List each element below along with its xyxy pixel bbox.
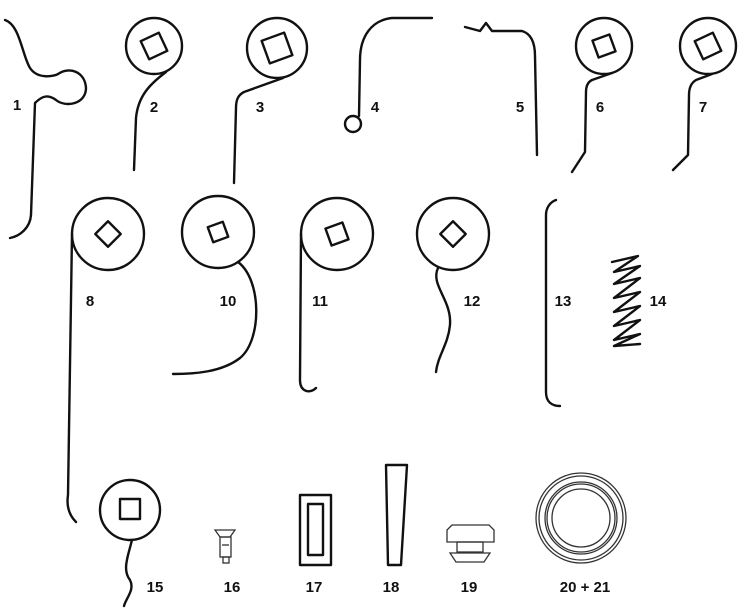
label-12: 12 — [464, 293, 481, 310]
label-2: 2 — [150, 99, 158, 116]
part-13-clip-spring — [544, 198, 562, 408]
label-8: 8 — [86, 293, 94, 310]
label-19: 19 — [461, 579, 478, 596]
part-20-21-rings — [535, 472, 627, 564]
label-18: 18 — [383, 579, 400, 596]
part-18-wedge — [384, 463, 409, 567]
part-8-torsion-spring — [66, 196, 146, 524]
part-6-torsion-spring — [570, 16, 634, 174]
part-2-torsion-spring — [124, 16, 184, 172]
part-11-torsion-spring — [298, 196, 375, 393]
part-10-torsion-spring — [171, 194, 258, 376]
part-3-torsion-spring — [232, 16, 309, 185]
label-14: 14 — [650, 293, 667, 310]
part-4-hook-spring — [343, 16, 434, 134]
label-1: 1 — [13, 97, 21, 114]
part-16-screw — [213, 529, 237, 564]
label-3: 3 — [256, 99, 264, 116]
label-10: 10 — [220, 293, 237, 310]
label-16: 16 — [224, 579, 241, 596]
part-19-plug — [446, 524, 495, 563]
label-17: 17 — [306, 579, 323, 596]
part-14-compression-spring — [610, 254, 642, 348]
part-1-spring — [3, 18, 88, 240]
label-4: 4 — [371, 99, 380, 116]
part-15-torsion-spring — [98, 478, 162, 608]
label-6: 6 — [596, 99, 604, 116]
part-17-frame — [298, 493, 333, 567]
label-5: 5 — [516, 99, 524, 116]
part-12-torsion-spring — [415, 196, 491, 374]
part-7-torsion-spring — [671, 16, 738, 172]
label-7: 7 — [699, 99, 707, 116]
label-11: 11 — [312, 293, 328, 310]
part-5-wire-spring — [463, 21, 539, 157]
label-15: 15 — [147, 579, 164, 596]
label-13: 13 — [555, 293, 572, 310]
label-20-21: 20 + 21 — [560, 579, 610, 596]
